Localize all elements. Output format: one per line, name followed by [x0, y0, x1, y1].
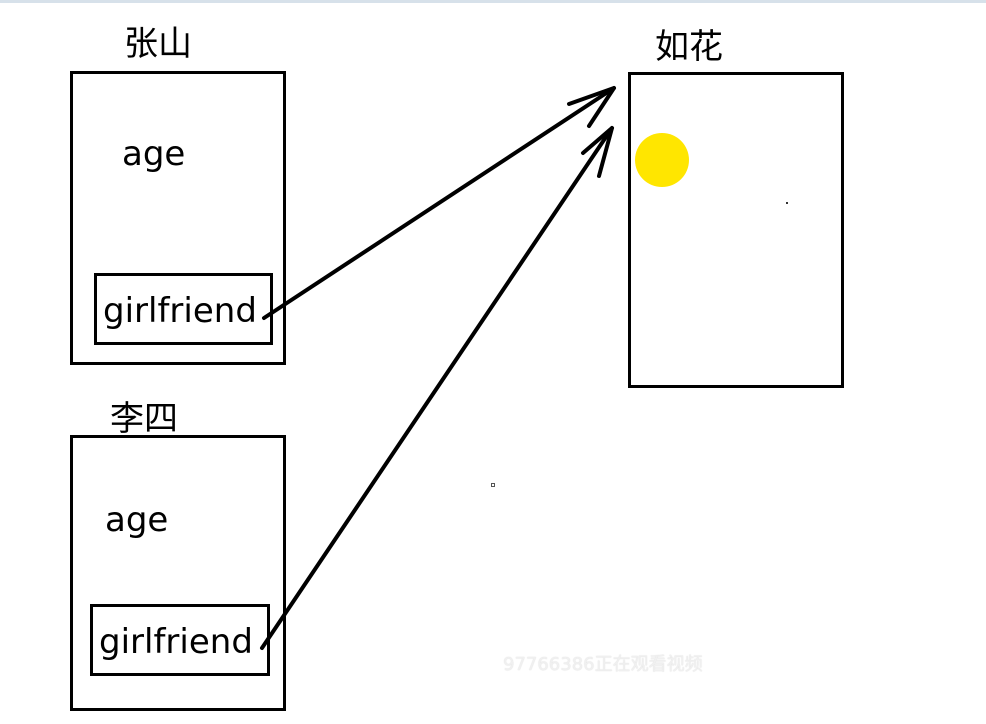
small-black-mark [786, 202, 788, 204]
lisi-age-field: age [105, 500, 169, 540]
lisi-arrowhead [581, 126, 614, 178]
watching-watermark: 97766386正在观看视频 [503, 654, 703, 675]
lisi-reference-arrow-line [260, 126, 614, 650]
lisi-girlfriend-field: girlfriend [90, 604, 270, 676]
ruhua-object-box [628, 72, 844, 388]
top-rule [0, 0, 986, 3]
zhangsan-title: 张山 [124, 24, 192, 64]
ruhua-title: 如花 [655, 27, 723, 67]
small-square-mark [491, 483, 495, 487]
yellow-cursor-dot [635, 133, 689, 187]
zhangsan-reference-arrow-line [262, 86, 616, 320]
zhangsan-age-field: age [122, 134, 186, 174]
zhangsan-girlfriend-label: girlfriend [103, 291, 257, 331]
lisi-girlfriend-label: girlfriend [99, 622, 253, 662]
zhangsan-girlfriend-field: girlfriend [94, 273, 273, 345]
lisi-object-box [70, 435, 286, 711]
lisi-title: 李四 [110, 399, 178, 439]
zhangsan-object-box [70, 71, 286, 365]
zhangsan-arrowhead [567, 86, 616, 128]
